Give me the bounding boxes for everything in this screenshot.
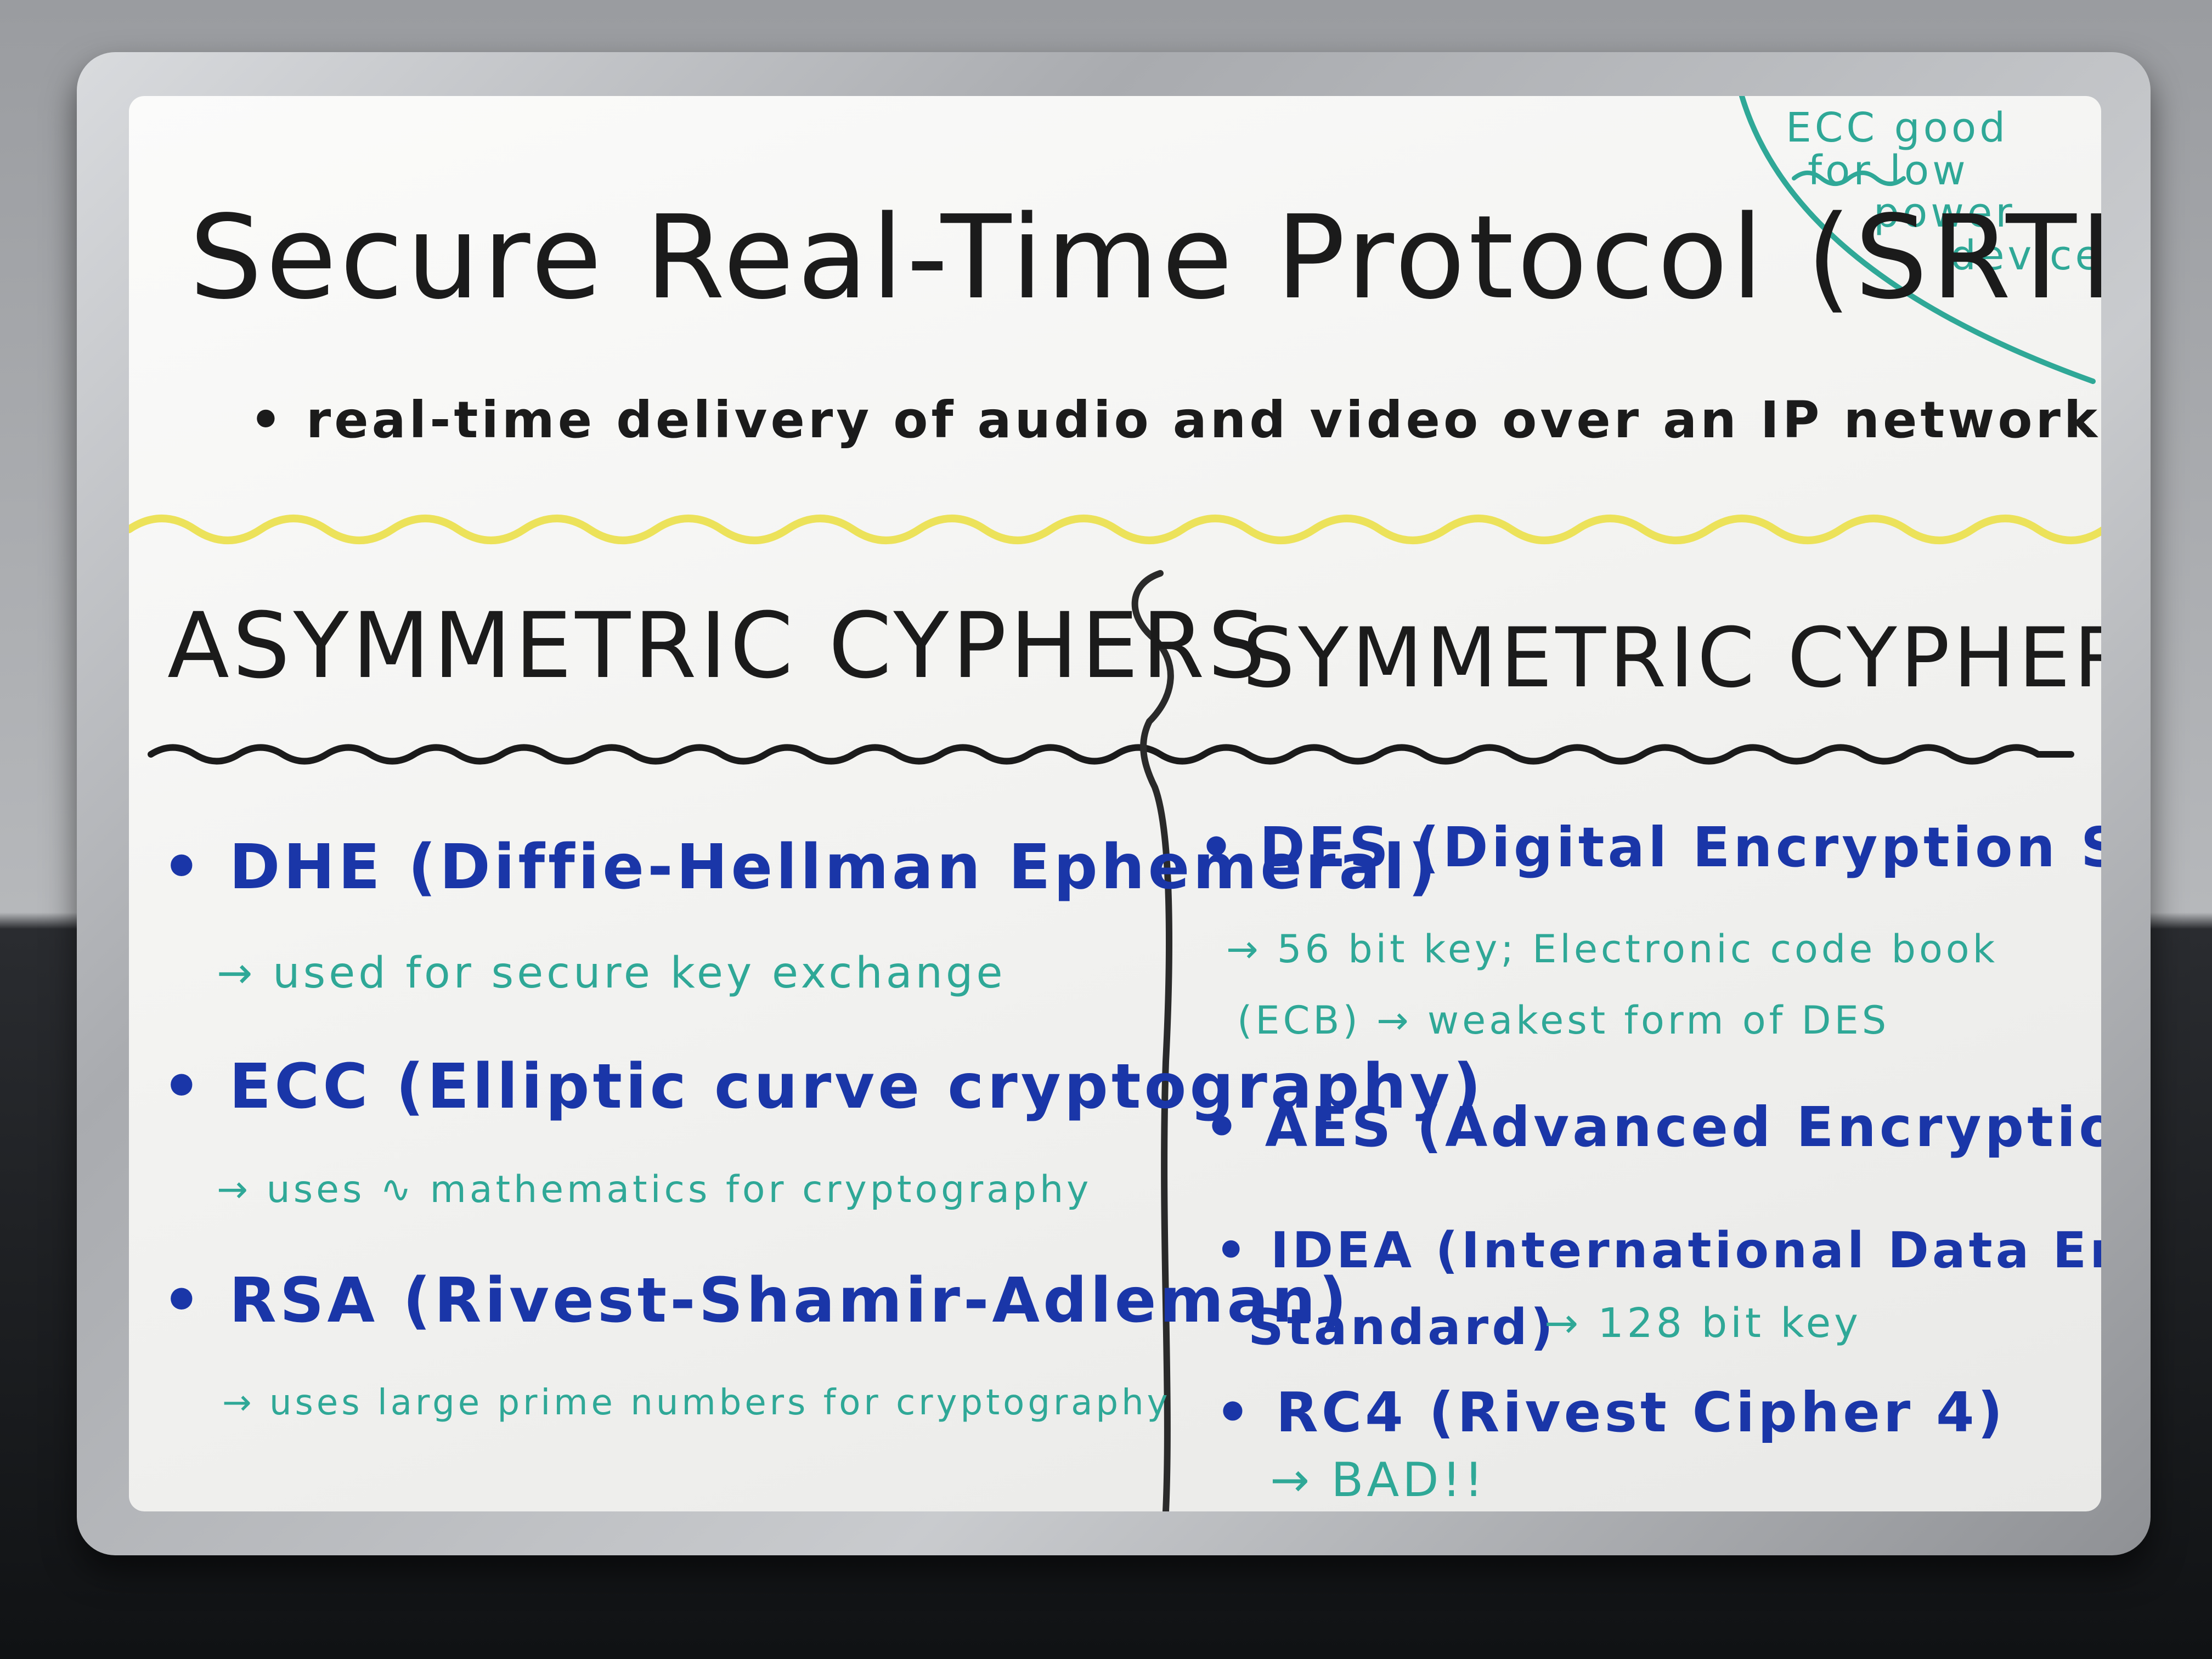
corner-note-arc	[1739, 96, 2096, 384]
whiteboard-frame: ECC good for low power devices Secure Re…	[77, 52, 2151, 1555]
sym-note-des: → 56 bit key; Electronic code book	[1226, 927, 1999, 972]
sym-item-idea-2: Standard)	[1248, 1299, 1556, 1356]
asym-item-ecc: • ECC (Elliptic curve cryptography)	[162, 1051, 1485, 1122]
marker-strokes	[129, 96, 2101, 1511]
side-note-line-2: for low	[1808, 146, 1969, 194]
side-note-line-3: power	[1874, 189, 2016, 237]
side-note-line-1: ECC good	[1786, 104, 2009, 151]
board-subtitle: • real-time delivery of audio and video …	[250, 391, 2101, 449]
sym-item-rc4: • RC4 (Rivest Cipher 4)	[1215, 1380, 2006, 1444]
asym-note-rsa: → uses large prime numbers for cryptogra…	[222, 1383, 1171, 1423]
sym-item-idea: • IDEA (International Data Encryption	[1215, 1222, 2101, 1279]
side-note: ECC good for low power devices	[1786, 104, 2101, 280]
heading-underline	[148, 744, 2074, 765]
side-note-line-4: devices	[1950, 232, 2101, 280]
asym-item-rsa: • RSA (Rivest-Shamir-Adleman)	[162, 1265, 1350, 1336]
symmetric-heading: SYMMETRIC CYPHERS	[1243, 611, 2101, 706]
sym-item-des: • DES (Digital Encryption Standard)	[1199, 815, 2101, 879]
board-title: Secure Real-Time Protocol (SRTP)	[189, 190, 2101, 325]
asym-note-dhe: → used for secure key exchange	[217, 949, 1006, 998]
asym-item-dhe: • DHE (Diffie-Hellman Ephemeral)	[162, 832, 1440, 903]
sym-note-des-2: (ECB) → weakest form of DES	[1237, 998, 1890, 1043]
corner-ecc-squiggle	[1792, 171, 1906, 186]
sym-note-rc4: → BAD!!	[1270, 1453, 1487, 1508]
column-divider	[1131, 570, 1174, 1511]
whiteboard: ECC good for low power devices Secure Re…	[129, 96, 2101, 1511]
asymmetric-heading: ASYMMETRIC CYPHERS	[167, 593, 1269, 698]
sym-note-idea: → 128 bit key	[1544, 1300, 1861, 1347]
asym-note-ecc: → uses ∿ mathematics for cryptography	[217, 1168, 1092, 1211]
yellow-wavy-divider	[129, 515, 2101, 544]
sym-item-aes: • AES (Advanced Encryption Standard)	[1204, 1095, 2101, 1159]
